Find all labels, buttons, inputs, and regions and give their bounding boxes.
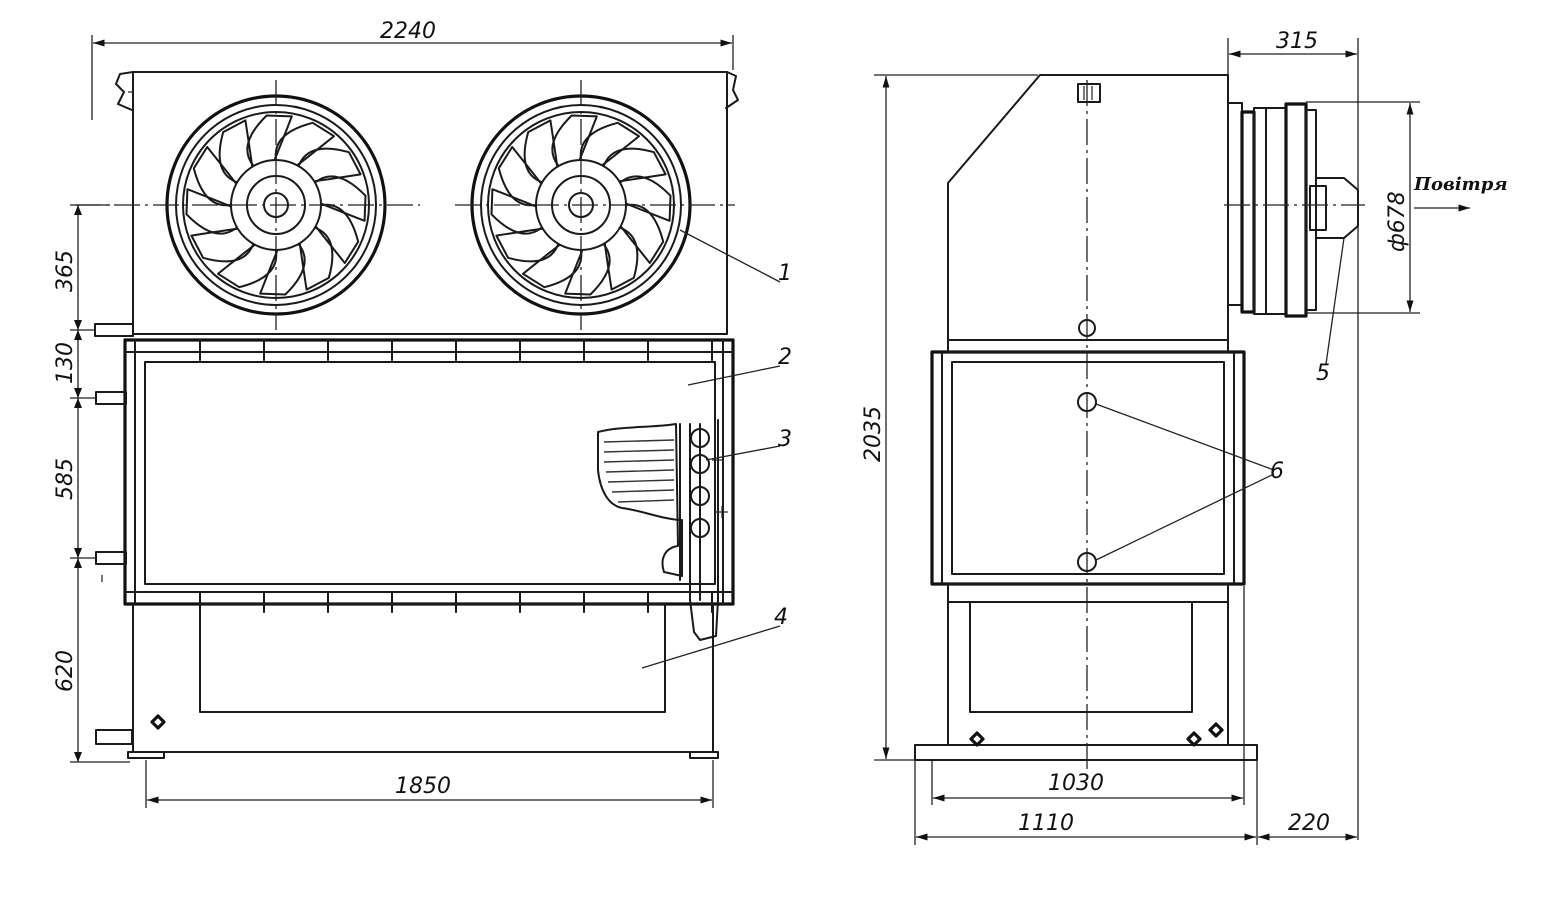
fan-blade (192, 146, 237, 207)
fan-blade (185, 188, 238, 235)
fan-blade (497, 146, 542, 207)
fan-blade (259, 243, 306, 296)
fan-blade (490, 188, 543, 235)
dim-130: 130 (53, 342, 78, 384)
side-fan-housing (947, 74, 1229, 341)
dim-1030: 1030 (1048, 771, 1104, 796)
dim-365: 365 (53, 250, 78, 292)
callout-5: 5 (1316, 361, 1330, 386)
callout-labels: 1 2 3 4 5 6 (774, 261, 1330, 630)
frame-rivets (199, 339, 713, 613)
fan-blade (246, 114, 293, 167)
fan-1-blades (185, 114, 367, 296)
fan-blade (619, 175, 672, 222)
fan-blade (298, 227, 334, 291)
fan-blade (274, 121, 335, 166)
callout-3: 3 (778, 427, 792, 452)
side-fan-ring (1227, 102, 1359, 318)
dim-620: 620 (53, 650, 78, 692)
callout-1: 1 (778, 261, 792, 286)
mixing-chamber (127, 603, 719, 759)
dimension-labels: 2240 365 130 585 620 1850 2035 315 ф678 … (53, 19, 1410, 836)
fan-blade (314, 175, 367, 222)
side-bottom-chamber (914, 601, 1258, 761)
dim-220: 220 (1288, 811, 1330, 836)
dim-diameter: ф678 (1385, 191, 1410, 252)
fan-blade (579, 121, 640, 166)
callout-leaders (641, 229, 1345, 669)
coil-cutaway (597, 419, 728, 641)
dim-2240: 2240 (380, 19, 436, 44)
heater-frame (123, 338, 735, 613)
fan-blade (522, 244, 583, 289)
dim-2035: 2035 (861, 406, 886, 462)
front-view (75, 71, 739, 759)
side-view (914, 74, 1365, 770)
dimension-lines (70, 35, 1420, 845)
fan-blade (315, 203, 360, 264)
fan-blade (523, 119, 559, 183)
fan-blade (620, 203, 665, 264)
fan-blade (603, 147, 667, 183)
fan-blade (603, 227, 639, 291)
fan-blade (190, 227, 254, 263)
air-flow-indicator: Повітря (1413, 174, 1508, 212)
fan-blade (298, 147, 362, 183)
callout-4: 4 (774, 605, 788, 630)
side-heater-frame (930, 319, 1246, 603)
air-label: Повітря (1413, 174, 1508, 195)
callout-2: 2 (778, 345, 792, 370)
dim-315: 315 (1276, 29, 1318, 54)
fan-blade (495, 227, 559, 263)
dim-1110: 1110 (1018, 811, 1074, 836)
dim-585: 585 (53, 458, 78, 500)
fan-blade (564, 243, 611, 296)
dim-1850: 1850 (395, 774, 451, 799)
fan-blade (551, 114, 598, 167)
fan-blade (218, 119, 254, 183)
callout-6: 6 (1270, 459, 1284, 484)
fan-blade (217, 244, 278, 289)
fan-2-blades (490, 114, 672, 296)
